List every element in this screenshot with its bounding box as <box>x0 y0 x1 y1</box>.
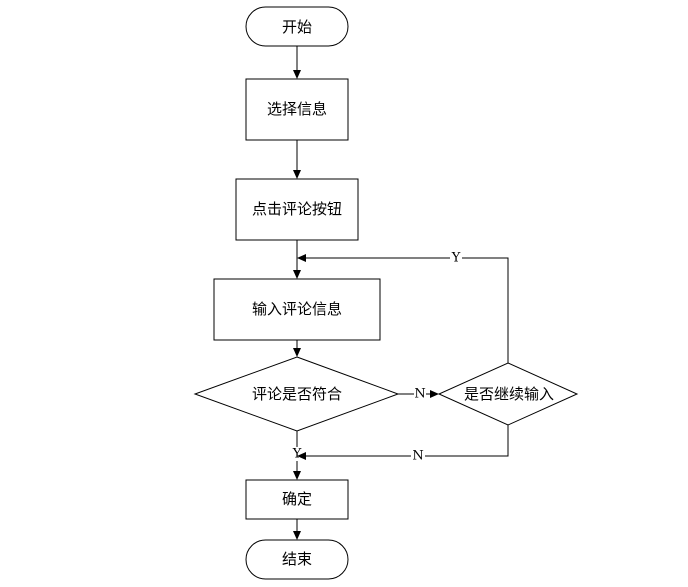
arrowhead <box>293 270 301 279</box>
arrowhead <box>293 348 301 357</box>
node-end: 结束 <box>245 539 349 580</box>
select-info-label: 选择信息 <box>267 100 327 118</box>
end-label: 结束 <box>282 550 312 568</box>
node-select-info: 选择信息 <box>245 78 349 141</box>
node-click-comment-button: 点击评论按钮 <box>235 178 359 241</box>
node-confirm: 确定 <box>245 479 349 520</box>
edge-label-continue-no: N <box>412 449 423 464</box>
edge-input-comment-to-valid-decision <box>293 340 301 357</box>
input-comment-info-label: 输入评论信息 <box>252 300 342 318</box>
edge-continue-no-to-confirm-path: N <box>297 425 509 464</box>
select-info-box <box>245 78 349 141</box>
edge-label-continue-yes: Y <box>451 251 461 266</box>
arrowhead <box>430 390 439 398</box>
comment-valid-label: 评论是否符合 <box>252 385 342 403</box>
start-label: 开始 <box>282 18 312 36</box>
edge-click-button-to-input-comment <box>293 240 301 279</box>
input-comment-info-box <box>213 278 381 341</box>
arrowhead <box>293 471 301 480</box>
edge-label-valid-no: N <box>414 387 425 402</box>
edge-select-info-to-click-button <box>293 140 301 179</box>
edge-confirm-to-end <box>293 519 301 540</box>
continue-input-label: 是否继续输入 <box>464 385 554 403</box>
arrowhead <box>297 254 306 262</box>
arrowhead <box>297 452 306 460</box>
confirm-label: 确定 <box>282 490 312 508</box>
node-comment-valid-decision: 评论是否符合 <box>193 356 400 432</box>
edge-valid-no-to-continue-decision: N <box>398 387 439 402</box>
arrowhead <box>293 170 301 179</box>
node-start: 开始 <box>245 6 349 47</box>
edge-valid-yes-to-confirm: Y <box>292 431 302 480</box>
edge-continue-yes-loop-back: Y <box>297 251 509 363</box>
edge-label-valid-yes: Y <box>292 447 302 462</box>
edge-start-to-select-info <box>293 46 301 79</box>
node-continue-input-decision: 是否继续输入 <box>437 362 579 426</box>
arrowhead <box>293 70 301 79</box>
click-comment-button-label: 点击评论按钮 <box>252 200 342 218</box>
node-input-comment-info: 输入评论信息 <box>213 278 381 341</box>
arrowhead <box>293 531 301 540</box>
